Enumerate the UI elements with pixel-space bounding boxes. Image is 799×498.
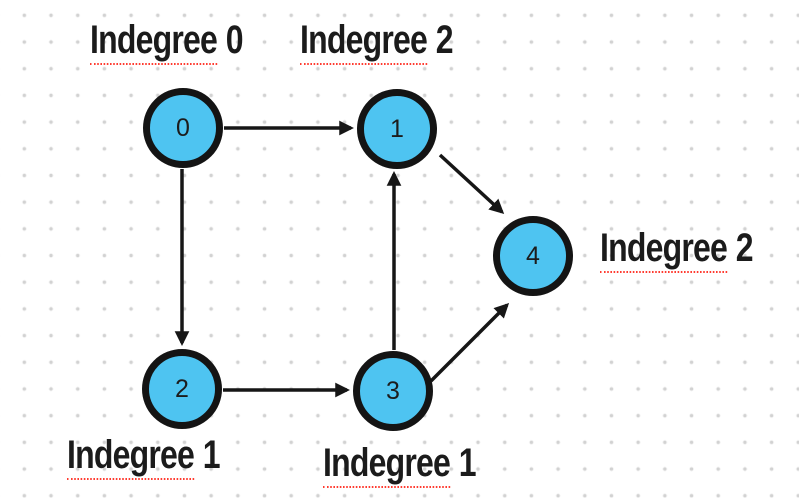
annotation-word: Indegree (90, 20, 218, 65)
node-3-label: 3 (386, 376, 400, 405)
node-4[interactable]: 4 (493, 216, 573, 296)
node-4-label: 4 (526, 241, 540, 270)
annotation-value: 1 (458, 441, 477, 485)
node-2[interactable]: 2 (142, 349, 222, 429)
edge-1-4[interactable] (438, 153, 505, 214)
annotation-value: 0 (225, 18, 244, 62)
node-0[interactable]: 0 (143, 88, 223, 168)
annotation-value: 2 (435, 18, 454, 62)
node-2-label: 2 (175, 374, 189, 403)
node-1-label: 1 (390, 114, 404, 143)
edge-3-4[interactable] (429, 302, 510, 383)
annotation-word: Indegree (67, 435, 195, 480)
node-3[interactable]: 3 (353, 351, 433, 431)
annotation-word: Indegree (600, 228, 728, 273)
annotation-value: 2 (735, 226, 754, 270)
node-1[interactable]: 1 (357, 89, 437, 169)
annotation-word: Indegree (323, 443, 451, 488)
annotation-word: Indegree (300, 20, 428, 65)
node-0-label: 0 (176, 113, 190, 142)
annotation-value: 1 (202, 433, 221, 477)
